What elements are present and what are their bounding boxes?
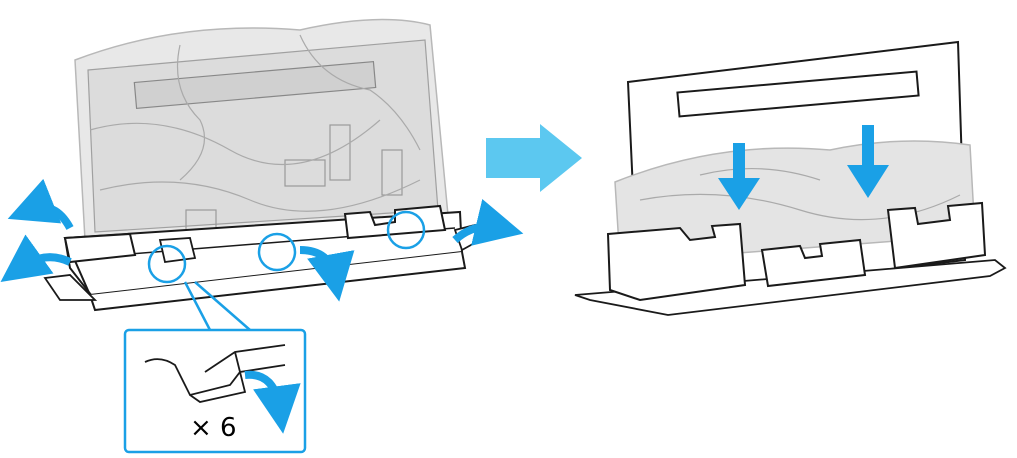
cushion-left — [608, 224, 745, 300]
bagged-tv — [75, 20, 448, 240]
right-panel-assembly — [575, 42, 1005, 315]
unfold-arrow-icon — [20, 257, 70, 268]
unfold-arrow-icon — [30, 207, 70, 228]
step-arrow-icon — [486, 124, 582, 192]
left-panel-unpack — [20, 20, 500, 452]
quantity-label: × 6 — [190, 410, 280, 446]
